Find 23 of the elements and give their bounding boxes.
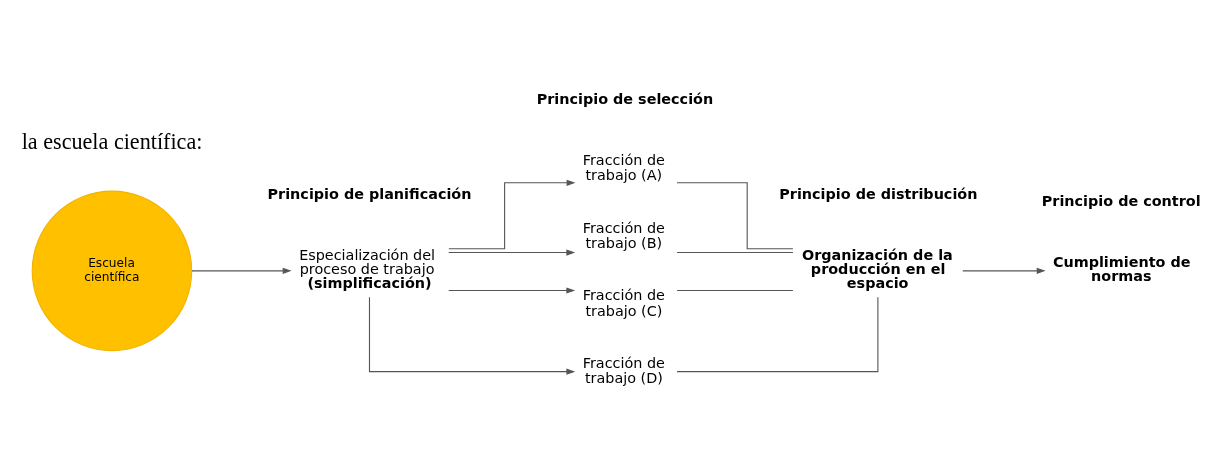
arrow — [448, 249, 576, 256]
label: la escuela científica: — [21, 129, 203, 154]
arrow — [191, 267, 292, 274]
connector — [676, 296, 879, 373]
connector — [676, 289, 794, 292]
node-text: Cumplimiento de normas — [1052, 253, 1191, 285]
node-text: Organización de la producción en el espacio — [802, 246, 953, 292]
connector — [676, 252, 794, 254]
node-text: Fracción de trabajo (D) — [582, 354, 665, 387]
node-circle: Escuela científica — [31, 190, 193, 352]
label: Principio de distribución — [779, 186, 978, 203]
node-text: Fracción de trabajo (A) — [582, 151, 665, 184]
label: Principio de selección — [536, 91, 714, 108]
node-text: Fracción de trabajo (C) — [582, 287, 665, 319]
label: Principio de planificación — [267, 186, 472, 203]
node-text: Especialización del proceso de trabajo (simplificación) — [299, 246, 436, 292]
arrow — [368, 296, 576, 375]
arrow — [962, 267, 1046, 274]
arrow — [448, 179, 576, 250]
arrow — [448, 287, 576, 294]
connector — [676, 182, 794, 250]
label: Principio de control — [1041, 192, 1201, 209]
node-text: Fracción de trabajo (B) — [582, 219, 665, 252]
